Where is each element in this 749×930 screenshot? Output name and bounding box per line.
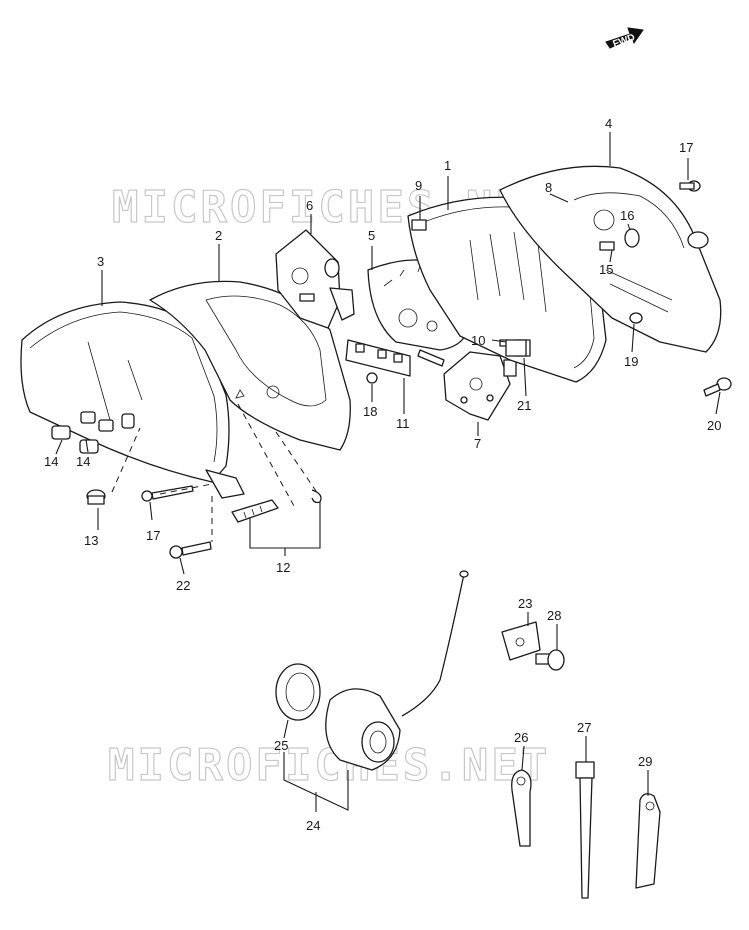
screw-part-22 (169, 541, 212, 559)
callout-12: 12 (276, 560, 290, 575)
callout-14b: 14 (76, 454, 90, 469)
cap-part-14a (51, 425, 71, 440)
bulb-part-16 (624, 228, 640, 248)
callout-28: 28 (547, 608, 561, 623)
callout-labels: 1 2 3 4 5 6 7 8 9 10 11 12 13 14 14 15 1… (44, 116, 721, 833)
callout-17-right: 17 (679, 140, 693, 155)
seal-ring-part-25 (275, 663, 321, 721)
callout-4: 4 (605, 116, 612, 131)
bracket-part-12 (231, 489, 322, 523)
watermark-bottom: MICROFICHES.NET (108, 740, 550, 791)
pad-part-21 (505, 339, 527, 357)
screw-part-17-left (141, 485, 194, 502)
callout-22: 22 (176, 578, 190, 593)
callout-9: 9 (415, 178, 422, 193)
callout-25: 25 (274, 738, 288, 753)
screw-part-19 (629, 312, 643, 324)
sensor-cable-part-24 (325, 570, 469, 771)
assembly-dash-lines (111, 403, 319, 542)
callout-29: 29 (638, 754, 652, 769)
fwd-label: FWD (611, 32, 636, 50)
callout-16: 16 (620, 208, 634, 223)
callout-20: 20 (707, 418, 721, 433)
callout-23: 23 (518, 596, 532, 611)
callout-10: 10 (471, 333, 485, 348)
callout-3: 3 (97, 254, 104, 269)
grommet-part-13 (86, 489, 106, 505)
clip-part-9 (411, 219, 427, 231)
cable-tie-part-27 (575, 761, 595, 899)
screw-part-18 (366, 372, 378, 384)
callout-14a: 14 (44, 454, 58, 469)
gauge-unit-part-7 (443, 351, 517, 421)
fwd-arrow-icon: FWD (605, 27, 644, 50)
clamp-part-26 (511, 769, 532, 847)
clip-part-23 (501, 621, 541, 661)
callout-19: 19 (624, 354, 638, 369)
callout-1: 1 (444, 158, 451, 173)
callout-27: 27 (577, 720, 591, 735)
cap-part-14b (79, 439, 99, 454)
callout-24: 24 (306, 818, 320, 833)
meter-case-part-2 (149, 280, 351, 451)
leader-lines (55, 132, 721, 812)
clamp-part-29 (635, 793, 661, 889)
tachometer-part-6 (275, 229, 355, 329)
callout-8: 8 (545, 180, 552, 195)
callout-2: 2 (215, 228, 222, 243)
bulb-part-15 (599, 241, 615, 251)
screw-part-17-right (679, 180, 701, 192)
callout-15: 15 (599, 262, 613, 277)
callout-6: 6 (306, 198, 313, 213)
callout-21: 21 (517, 398, 531, 413)
pcb-part-11 (345, 339, 411, 377)
callout-18: 18 (363, 404, 377, 419)
callout-11: 11 (396, 416, 410, 431)
callout-26: 26 (514, 730, 528, 745)
callout-5: 5 (368, 228, 375, 243)
screw-part-20 (703, 377, 732, 397)
bolt-part-28 (535, 649, 565, 671)
callout-7: 7 (474, 436, 481, 451)
meter-lens-part-3 (20, 301, 245, 499)
callout-17-left: 17 (146, 528, 160, 543)
callout-13: 13 (84, 533, 98, 548)
